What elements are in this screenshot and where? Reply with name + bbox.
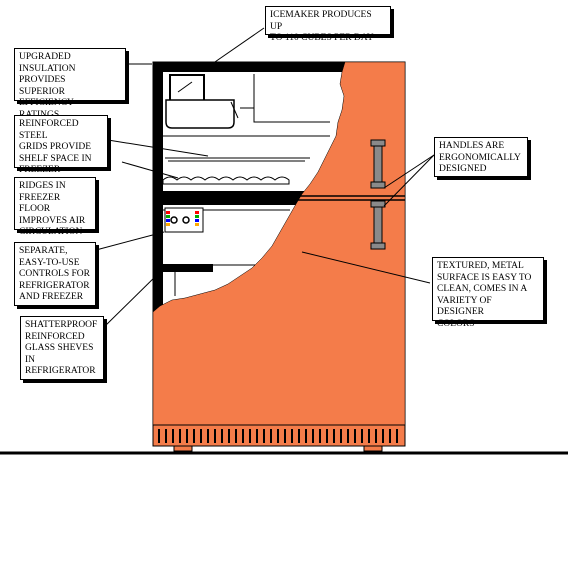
freezer-back-wall [163,74,330,137]
leader-steel-grids [107,139,209,157]
leader-glass-shelves [102,269,163,329]
ice-bin [165,99,239,129]
callout-surface: TEXTURED, METAL SURFACE IS EASY TO CLEAN… [432,257,544,329]
leader-controls [95,231,165,251]
leader-handle-bottom [383,154,435,207]
callout-icemaker: ICEMAKER PRODUCES UP TO 110 CUBES PER DA… [265,6,391,43]
freezer-handle [370,139,386,189]
base-grille [152,424,406,447]
fridge-door [152,61,406,426]
control-panel [164,207,204,233]
callout-steel-grids: REINFORCED STEEL GRIDS PROVIDE SHELF SPA… [14,115,108,175]
icemaker [169,74,205,104]
freezer-floor-ridges [162,176,290,185]
leader-surface [301,251,431,284]
fridge-feet [173,445,383,452]
leader-icemaker [211,27,265,65]
refrigerator-handle [370,200,386,250]
callout-insulation: UPGRADED INSULATION PROVIDES SUPERIOR EF… [14,48,126,120]
freezer-steel-grid [165,157,310,162]
callout-ridges: RIDGES IN FREEZER FLOOR IMPROVES AIR CIR… [14,177,96,237]
callout-glass-shelves: SHATTERPROOF REINFORCED GLASS SHEVES IN … [20,316,104,380]
callout-handles: HANDLES ARE ERGONOMICALLY DESIGNED [434,137,528,177]
leader-ridges [121,161,179,179]
leader-handle-top [383,154,435,189]
callout-controls: SEPARATE, EASY-TO-USE CONTROLS FOR REFRI… [14,242,96,306]
door-split [296,195,405,201]
leader-lines [95,27,435,329]
